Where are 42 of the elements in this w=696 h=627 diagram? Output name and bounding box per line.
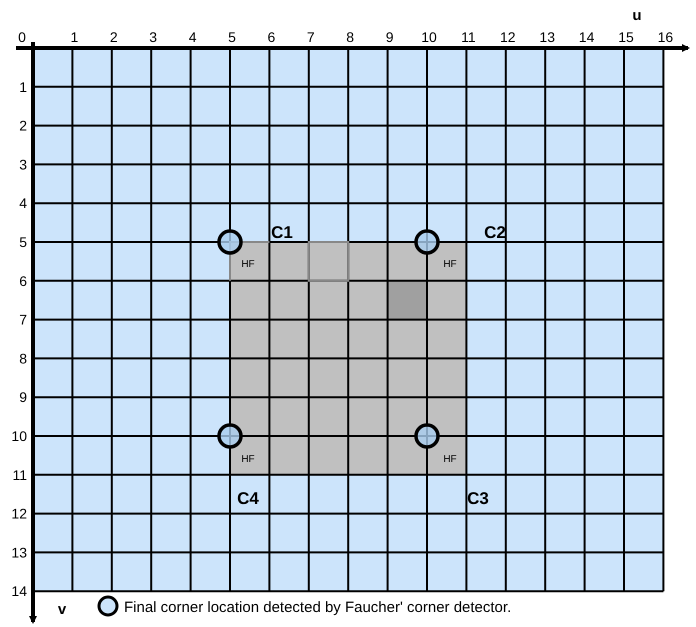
column-number: 1 [70,29,78,45]
corner-label: C2 [484,223,506,242]
row-number: 12 [11,506,27,522]
column-number: 15 [618,29,634,45]
column-number: 16 [658,29,674,45]
row-number: 14 [11,583,27,600]
row-number: 5 [19,234,27,250]
column-number: 2 [110,29,118,45]
column-number: 14 [578,29,594,45]
corner-label: C1 [271,223,293,242]
column-number: 3 [149,29,158,45]
row-number: 9 [19,389,27,406]
corner-label: C3 [467,489,489,508]
row-number: 11 [12,466,27,483]
row-number: 4 [19,195,27,212]
column-number: 8 [346,29,354,45]
column-number: 6 [268,29,276,45]
row-number: 2 [19,118,27,134]
corner-tag: HF [241,454,255,465]
column-number: 7 [306,29,315,45]
column-number: 5 [228,29,236,45]
corner-label: C4 [237,489,259,508]
column-number: 13 [539,29,555,45]
row-number: 3 [19,156,27,172]
row-number: 10 [11,428,27,444]
column-number: 12 [500,29,516,45]
row-number: 6 [19,272,27,289]
column-number: 11 [461,29,476,45]
column-number: 10 [421,29,437,45]
axis-name: u [632,7,642,24]
row-number: 13 [11,544,27,560]
corner-tag: HF [241,259,255,270]
row-number: 7 [19,312,27,328]
axis-name: v [58,601,66,618]
corner-tag: HF [443,454,457,465]
corner-tag: HF [443,259,457,270]
row-number: 8 [19,350,27,366]
column-number: 4 [188,29,196,45]
legend-text: Final corner location detected by Faucher' corner detector. [124,599,512,616]
row-number: 1 [19,78,27,95]
column-number: 9 [386,29,394,45]
column-number: 0 [18,29,26,45]
